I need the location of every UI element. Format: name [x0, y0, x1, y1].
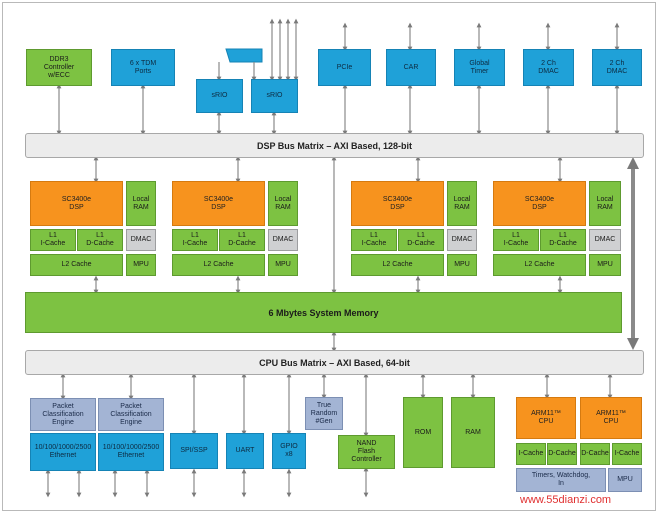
l1-dcache-4: L1 D-Cache: [540, 229, 586, 251]
l1-icache-4: L1 I-Cache: [493, 229, 539, 251]
arm11-cpu-1: ARM11™ CPU: [516, 397, 576, 439]
l1-dcache-3: L1 D-Cache: [398, 229, 444, 251]
pcie-block: PCIe: [318, 49, 371, 86]
ethernet-block-1: 10/100/1000/2500 Ethernet: [30, 433, 96, 471]
packet-classification-engine-2: Packet Classification Engine: [98, 398, 164, 431]
ram-block: RAM: [451, 397, 495, 468]
cpu-bus-matrix: CPU Bus Matrix – AXI Based, 64-bit: [25, 350, 644, 375]
dmac-block-2: 2 Ch DMAC: [592, 49, 642, 86]
tdm-ports-block: 6 x TDM Ports: [111, 49, 175, 86]
dsp-dmac-3: DMAC: [447, 229, 477, 251]
nand-flash-controller-block: NAND Flash Controller: [338, 435, 395, 469]
local-ram-1: Local RAM: [126, 181, 156, 226]
dsp-dmac-2: DMAC: [268, 229, 298, 251]
ddr3-controller-block: DDR3 Controller w/ECC: [26, 49, 92, 86]
l1-icache-2: L1 I-Cache: [172, 229, 218, 251]
arm-icache-2: I-Cache: [612, 443, 642, 465]
arm11-cpu-2: ARM11™ CPU: [580, 397, 642, 439]
srio-block-1: sRIO: [196, 79, 243, 113]
mpu-4: MPU: [589, 254, 621, 276]
ethernet-block-2: 10/100/1000/2500 Ethernet: [98, 433, 164, 471]
global-timer-block: Global Timer: [454, 49, 505, 86]
packet-classification-engine-1: Packet Classification Engine: [30, 398, 96, 431]
l1-dcache-1: L1 D-Cache: [77, 229, 123, 251]
local-ram-2: Local RAM: [268, 181, 298, 226]
l1-icache-1: L1 I-Cache: [30, 229, 76, 251]
uart-block: UART: [226, 433, 264, 469]
gpio-block: GPIO x8: [272, 433, 306, 469]
mpu-3: MPU: [447, 254, 477, 276]
true-random-gen-block: True Random #Gen: [305, 397, 343, 430]
car-block: CAR: [386, 49, 436, 86]
local-ram-3: Local RAM: [447, 181, 477, 226]
dsp-core-2: SC3400e DSP: [172, 181, 265, 226]
mpu-2: MPU: [268, 254, 298, 276]
arm-dcache-1: D-Cache: [547, 443, 577, 465]
arm-icache-1: I-Cache: [516, 443, 546, 465]
timers-watchdog-block: Timers, Watchdog, In: [516, 468, 606, 492]
l1-icache-3: L1 I-Cache: [351, 229, 397, 251]
l1-dcache-2: L1 D-Cache: [219, 229, 265, 251]
spi-ssp-block: SPI/SSP: [170, 433, 218, 469]
l2-cache-2: L2 Cache: [172, 254, 265, 276]
dsp-dmac-4: DMAC: [589, 229, 621, 251]
local-ram-4: Local RAM: [589, 181, 621, 226]
dsp-core-1: SC3400e DSP: [30, 181, 123, 226]
system-memory-block: 6 Mbytes System Memory: [25, 292, 622, 333]
dsp-core-3: SC3400e DSP: [351, 181, 444, 226]
srio-block-2: sRIO: [251, 79, 298, 113]
rom-block: ROM: [403, 397, 443, 468]
dsp-dmac-1: DMAC: [126, 229, 156, 251]
dsp-core-4: SC3400e DSP: [493, 181, 586, 226]
diagram-frame: [2, 2, 656, 511]
l2-cache-3: L2 Cache: [351, 254, 444, 276]
l2-cache-4: L2 Cache: [493, 254, 586, 276]
arm-dcache-2: D-Cache: [580, 443, 610, 465]
mpu-1: MPU: [126, 254, 156, 276]
l2-cache-1: L2 Cache: [30, 254, 123, 276]
dsp-bus-matrix: DSP Bus Matrix – AXI Based, 128-bit: [25, 133, 644, 158]
dmac-block-1: 2 Ch DMAC: [523, 49, 574, 86]
arm-mpu-block: MPU: [608, 468, 642, 492]
watermark-text: www.55dianzi.com: [520, 494, 612, 506]
